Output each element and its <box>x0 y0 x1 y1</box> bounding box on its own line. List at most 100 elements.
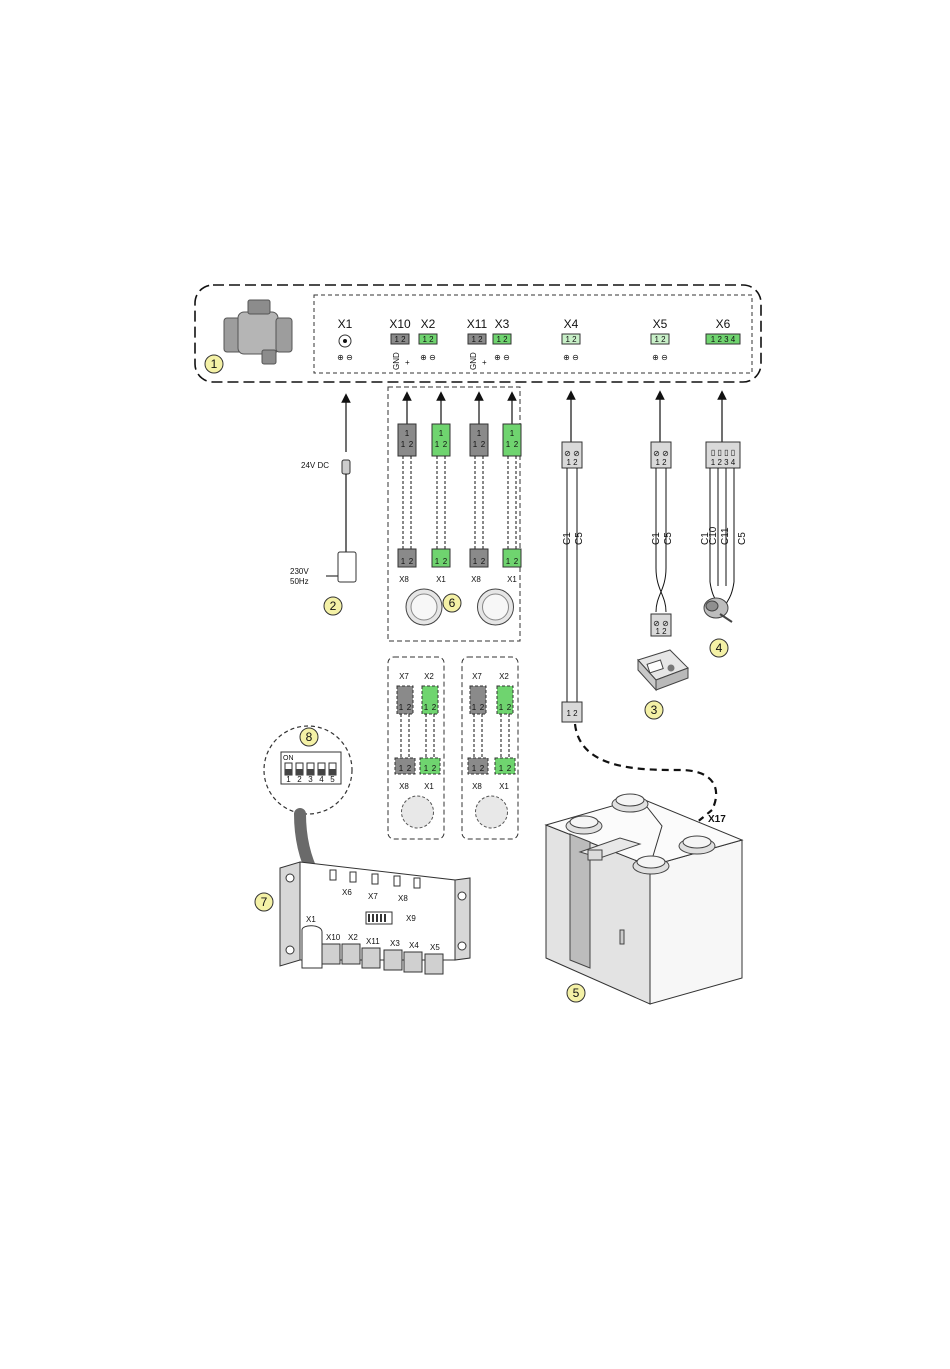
svg-text:▯ ▯ ▯ ▯: ▯ ▯ ▯ ▯ <box>711 448 735 457</box>
cable-label-c1: C1 <box>700 532 711 545</box>
svg-text:6: 6 <box>449 596 456 610</box>
dc-label: 24V DC <box>301 461 329 470</box>
pcb-label-x11: X11 <box>366 937 380 946</box>
pin-numbers: 1 2 <box>655 627 667 636</box>
pin-label: 2 <box>407 703 412 712</box>
pin-label: 1 <box>499 703 504 712</box>
header-x10: X10 1 2 GND + <box>389 317 411 370</box>
header-x6: X6 1 2 3 4 <box>705 317 741 345</box>
pin-label: 2 <box>407 764 412 773</box>
pin-numbers: 1 2 <box>394 335 406 344</box>
callout-4: 4 <box>709 638 729 658</box>
header-frame <box>194 284 762 383</box>
svg-text:4: 4 <box>716 641 723 655</box>
pin-numbers: 1 2 <box>471 335 483 344</box>
pin-label: 1 <box>435 440 440 449</box>
x8-label: X8 <box>399 575 409 584</box>
pin-label: 2 <box>432 703 437 712</box>
header-x1: X1 ⊕ ⊖ <box>337 317 353 362</box>
cable-label-c10: C10 <box>708 526 719 545</box>
svg-text:⊕ ⊖: ⊕ ⊖ <box>337 353 353 362</box>
pin-numbers: 1 2 <box>422 335 434 344</box>
cable-label-c5: C5 <box>574 532 585 545</box>
pin-numbers: 1 2 <box>496 335 508 344</box>
x2-label: X2 <box>424 672 434 681</box>
terminal-label: X1 <box>338 317 353 331</box>
cable-label-c5: C5 <box>737 532 748 545</box>
svg-text:⊘ ⊘: ⊘ ⊘ <box>653 449 669 458</box>
header-x11: X11 1 2 GND + <box>467 317 488 370</box>
dial-icon <box>401 795 434 829</box>
pcb-label-x1: X1 <box>306 915 316 924</box>
plus-label: + <box>482 358 487 367</box>
wired-controls-frame <box>387 386 521 642</box>
cable-label-c1: C1 <box>651 532 662 545</box>
x8-label: X8 <box>471 575 481 584</box>
svg-text:⊕ ⊖: ⊕ ⊖ <box>652 353 668 362</box>
callout-8: 8 <box>299 727 319 747</box>
header-x3: X3 1 2 ⊕ ⊖ <box>492 317 512 362</box>
pin-label: 2 <box>481 440 486 449</box>
callout-2: 2 <box>323 596 343 616</box>
dip-number: 5 <box>330 775 335 784</box>
pin-label: 2 <box>480 703 485 712</box>
plus-label: + <box>405 358 410 367</box>
pin-label: 1 <box>510 429 515 438</box>
x1-label: X1 <box>436 575 446 584</box>
terminal-label: X5 <box>653 317 668 331</box>
dip-number: 2 <box>297 775 302 784</box>
pin-label: 1 <box>506 440 511 449</box>
pin-label: 2 <box>443 440 448 449</box>
svg-text:⊕ ⊖: ⊕ ⊖ <box>420 353 436 362</box>
dial-icon <box>475 795 508 829</box>
callout-7: 7 <box>254 892 274 912</box>
terminal-label: X11 <box>467 317 488 331</box>
pin-label: 1 <box>405 429 410 438</box>
pin-label: 1 <box>399 703 404 712</box>
pin-label: 1 <box>499 764 504 773</box>
pin-label: 1 <box>473 440 478 449</box>
terminal-label: X2 <box>421 317 436 331</box>
pin-label: 2 <box>409 440 414 449</box>
pcb-label-x10: X10 <box>326 933 341 942</box>
svg-text:5: 5 <box>573 986 580 1000</box>
ac-label-frequency: 50Hz <box>290 577 309 586</box>
callout-6: 6 <box>442 593 462 613</box>
pin-numbers: 1 2 3 4 <box>711 335 736 344</box>
wireless-control-frame-2 <box>461 656 519 840</box>
x1-label: X1 <box>424 782 434 791</box>
pin-label: 1 <box>477 429 482 438</box>
svg-text:⊕ ⊖: ⊕ ⊖ <box>563 353 579 362</box>
pin-label: 2 <box>443 557 448 566</box>
svg-text:2: 2 <box>330 599 337 613</box>
pin-label: 2 <box>514 440 519 449</box>
pcb-label-x2: X2 <box>348 933 358 942</box>
terminal-label: X10 <box>389 317 411 331</box>
header-x2: X2 1 2 ⊕ ⊖ <box>418 317 438 362</box>
pcb-board: X1 X10 X2 X11 X3 X4 X5 X6 X7 X8 X9 <box>279 861 471 975</box>
cable-label-c5: C5 <box>663 532 674 545</box>
x8-label: X8 <box>399 782 409 791</box>
svg-text:7: 7 <box>261 895 268 909</box>
pin-label: 2 <box>514 557 519 566</box>
ac-label-voltage: 230V <box>290 567 309 576</box>
wireless-control-frame-1 <box>387 656 445 840</box>
svg-text:⊘ ⊘: ⊘ ⊘ <box>564 449 580 458</box>
x7-label: X7 <box>399 672 409 681</box>
pin-label: 1 <box>435 557 440 566</box>
dip-number: 3 <box>308 775 313 784</box>
pin-label: 1 <box>424 764 429 773</box>
terminal-strip-frame <box>313 294 753 374</box>
svg-text:8: 8 <box>306 730 313 744</box>
x4-cable: ⊘ ⊘ 1 2 C1 C5 1 2 <box>561 390 718 836</box>
pin-numbers: 1 2 <box>566 709 578 718</box>
x1-label: X1 <box>499 782 509 791</box>
pcb-label-x3: X3 <box>390 939 400 948</box>
pin-numbers: 1 2 3 4 <box>711 458 736 467</box>
pin-label: 1 <box>506 557 511 566</box>
